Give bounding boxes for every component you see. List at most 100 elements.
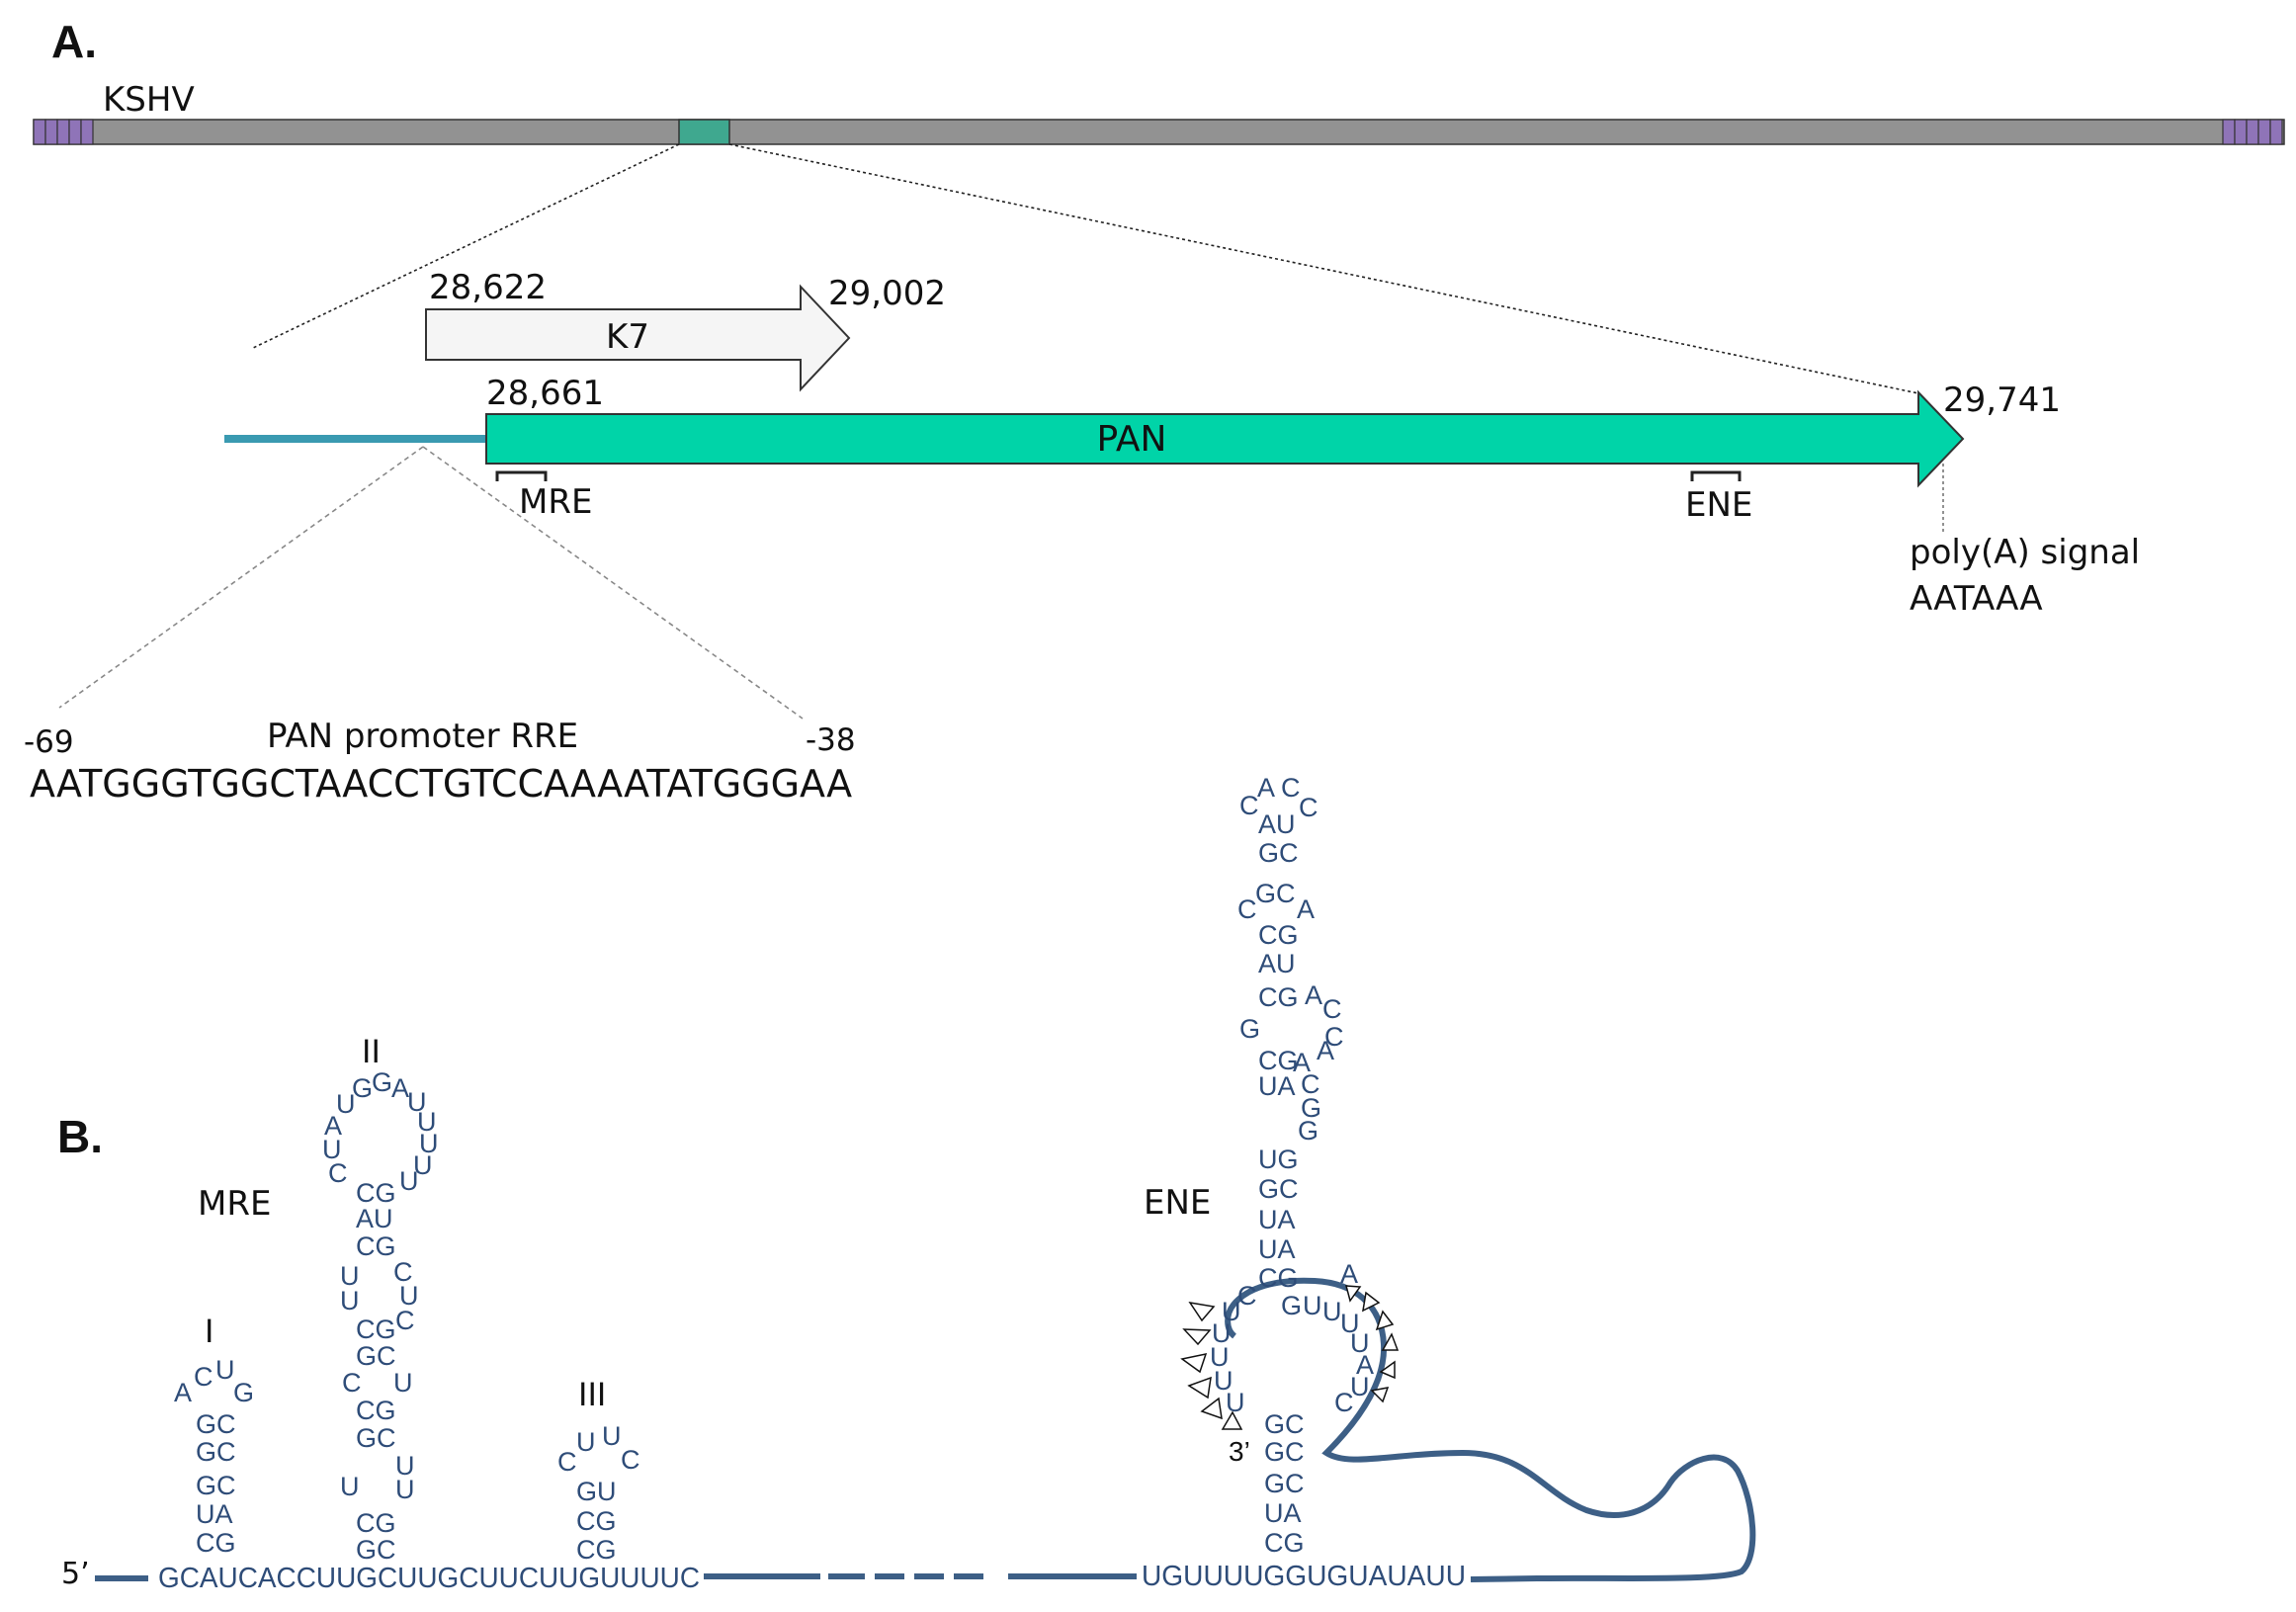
promoter-sequence: AATGGGTGGCTAACCTGTCCAAAATATGGGAA [30, 762, 852, 806]
hairpin-ii-pair: U [340, 1261, 360, 1291]
hairpin-i-pair: GC [196, 1437, 236, 1467]
ene-pair: UA [1258, 1071, 1296, 1101]
ene-pair: GC [1264, 1469, 1305, 1498]
hairpin-ii-pair: GC [356, 1423, 396, 1453]
rna-seq-left: GCAUCACCUUGCUUGCUUCUUGUUUUC [158, 1563, 700, 1594]
hairpin-iii-label: III [578, 1376, 606, 1413]
pan-label: PAN [1097, 419, 1167, 460]
ene-label-b: ENE [1144, 1183, 1211, 1223]
ene-pair: GC [1255, 879, 1296, 908]
pan-locus-highlight [678, 119, 730, 145]
hairpin-i-pair: CG [196, 1528, 236, 1558]
hairpin-ii-pair: CG [356, 1315, 396, 1344]
hairpin-ii-pair: U [395, 1475, 415, 1504]
k7-end-coord: 29,002 [828, 274, 946, 313]
panel-b-label: B. [57, 1111, 103, 1162]
mre-label-a: MRE [519, 482, 592, 522]
ene-label-a: ENE [1685, 485, 1752, 525]
k7-arrow [425, 284, 851, 392]
rna-seq-right: UGUUUUGGUGUAUAUU [1142, 1561, 1466, 1592]
ene-pair: GC [1258, 838, 1299, 868]
ene-triangle-markers [1180, 1285, 1400, 1430]
hairpin-ii-pair: U [395, 1451, 415, 1481]
ene-pair: CG [1258, 1046, 1299, 1075]
three-prime-label: 3’ [1229, 1436, 1250, 1467]
ene-pair: AU [1258, 809, 1296, 839]
kshv-genome-bar [33, 119, 2285, 145]
ene-pair: G [1239, 1014, 1260, 1044]
panel-a-label: A. [51, 16, 97, 67]
ene-pair: UG [1258, 1145, 1299, 1174]
promoter-right-coord: -38 [806, 722, 856, 758]
ene-pair: UA [1258, 1205, 1296, 1234]
left-terminal-repeats [33, 119, 94, 145]
hairpin-iii-pair: CG [576, 1506, 617, 1536]
hairpin-ii-pair: GC [356, 1535, 396, 1565]
promoter-zoom-right [422, 446, 804, 720]
hairpin-ii-pair: U [340, 1472, 360, 1501]
promoter-zoom-left [58, 446, 424, 709]
hairpin-ii-pair: GC [356, 1341, 396, 1371]
ene-pair: C [1237, 894, 1257, 924]
ene-pair: UA [1264, 1498, 1302, 1528]
zoom-line-right [728, 143, 1919, 394]
pan-end-coord: 29,741 [1943, 381, 2061, 420]
hairpin-i-pair: GC [196, 1471, 236, 1500]
hairpin-ii-pair: CG [356, 1178, 396, 1208]
pan-start-coord: 28,661 [486, 374, 604, 413]
pan-arrow [485, 389, 1965, 488]
ene-pair: CG [1258, 1263, 1299, 1293]
ene-bracket [1690, 470, 1742, 481]
hairpin-i-pair: UA [196, 1499, 233, 1529]
polya-label: poly(A) signal [1910, 533, 2140, 572]
five-prime-label: 5’ [61, 1557, 90, 1591]
hairpin-iii-pair: CG [576, 1535, 617, 1565]
ene-pair: CG [1258, 920, 1299, 950]
k7-label: K7 [606, 317, 649, 357]
hairpin-ii-pair: U [340, 1286, 360, 1315]
svg-text:UUUUUC: UUUUUC [1210, 1281, 1257, 1417]
hairpin-ii-pair: AU [356, 1204, 393, 1233]
ene-pair: GC [1264, 1437, 1305, 1467]
ene-side: A [1297, 894, 1315, 924]
kshv-label: KSHV [103, 80, 195, 120]
hairpin-ii-label: II [362, 1033, 381, 1070]
mre-label-b: MRE [198, 1184, 271, 1224]
ene-pair: GC [1264, 1409, 1305, 1439]
hairpin-i-pair: GC [196, 1409, 236, 1439]
hairpin-ii-pair: CG [356, 1396, 396, 1425]
ene-pair: CG [1264, 1528, 1305, 1558]
hairpin-ii-pair: C [342, 1368, 362, 1398]
promoter-left-coord: -69 [24, 724, 74, 760]
hairpin-ii: GC CG U U U GC CG C U GC CG U U CG AU CG… [322, 1067, 439, 1565]
ene-stem: CG UA GC GC GC CG UA UA GC UG G UA CG G … [1237, 773, 1344, 1558]
ene-pair: CG [1258, 982, 1299, 1012]
right-terminal-repeats [2222, 119, 2283, 145]
ene-pair: GC [1258, 1174, 1299, 1204]
promoter-label: PAN promoter RRE [267, 717, 578, 756]
hairpin-ii-pair: CG [356, 1508, 396, 1538]
rna-backbone [95, 1277, 1756, 1582]
hairpin-ii-pair: CG [356, 1231, 396, 1261]
ene-pair: G [1298, 1116, 1318, 1145]
hairpin-ii-pair: U [393, 1368, 413, 1398]
ene-pair: UA [1258, 1234, 1296, 1264]
hairpin-iii-pair: GU [576, 1477, 617, 1506]
ene-pair: AU [1258, 949, 1296, 978]
polya-sequence: AATAAA [1910, 579, 2043, 619]
mre-bracket [495, 470, 548, 481]
hairpin-i-label: I [205, 1313, 213, 1350]
zoom-line-left [250, 143, 680, 350]
k7-start-coord: 28,622 [429, 268, 547, 307]
